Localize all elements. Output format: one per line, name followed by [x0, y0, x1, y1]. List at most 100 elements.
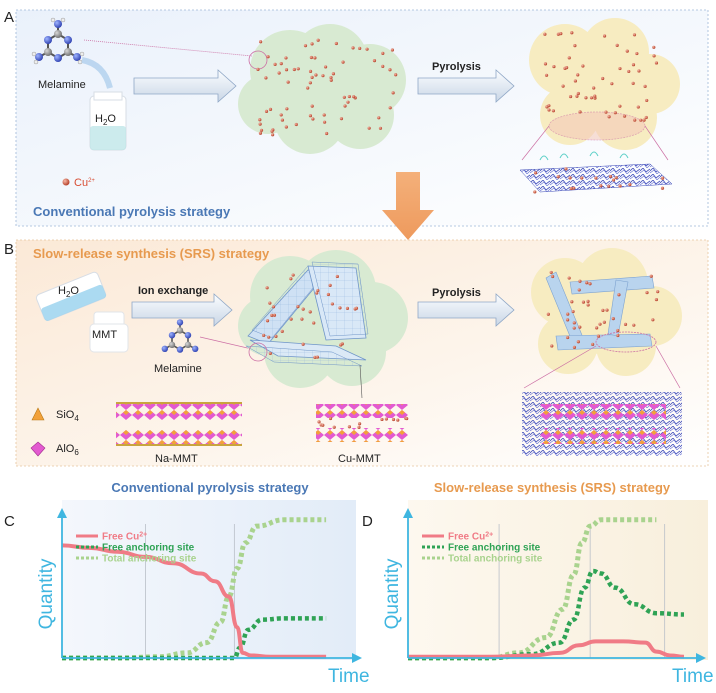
b-composite-stack: [522, 392, 682, 456]
a-water-label: H: [95, 113, 103, 125]
cu-ion-dot: [573, 79, 577, 83]
cu-ion-dot: [301, 342, 305, 346]
b-product-dots: [546, 270, 660, 349]
cu-ion-dot: [552, 64, 556, 69]
cu-ion-dot: [543, 32, 547, 36]
cu-ion-dot: [380, 417, 384, 422]
a-zoom-line: [83, 39, 253, 57]
cu-ion-dot: [310, 104, 314, 108]
cu-ion-dot: [303, 44, 308, 48]
cu-ion-dot: [328, 416, 333, 421]
cu-ion-dot: [614, 175, 618, 180]
cu-ion-dot: [572, 345, 577, 349]
panel-c-letter: C: [4, 513, 15, 530]
panel-c: C Conventional pyrolysis strategy TimeQu…: [4, 480, 370, 687]
cu-ion-dot: [615, 43, 619, 47]
b-water-tail: O: [70, 285, 79, 297]
cu-ion-dot: [342, 95, 346, 99]
cu-ion-dot: [572, 186, 576, 190]
cu-ion-dot: [332, 425, 336, 429]
panel-b-letter: B: [4, 241, 14, 258]
cu-ion-dot: [602, 34, 607, 38]
b-arrow-2-icon: [417, 293, 515, 327]
y-axis-label: Quantity: [36, 558, 57, 629]
cu-ion-dot: [569, 186, 573, 191]
cu-ion-dot: [341, 60, 345, 64]
cu-ion-dot: [329, 78, 333, 82]
svg-text:AlO6: AlO6: [56, 443, 79, 457]
cu-ion-dot: [300, 317, 304, 321]
cu-ion-dot: [618, 66, 622, 71]
cu-ion-dot: [586, 303, 590, 307]
cu-ion-dot: [578, 110, 582, 114]
cu-ion-dot: [325, 131, 329, 136]
cu-ion-dot: [566, 318, 570, 322]
cu-mmt-dots: [317, 416, 409, 429]
cu-ion-dot: [284, 56, 288, 60]
cu-ion-dot: [394, 73, 398, 77]
legend-entry: Total anchoring site: [448, 554, 543, 565]
cu-ion-dot: [289, 277, 293, 281]
cu-ion-dot: [637, 69, 641, 73]
cu-ion-dot: [627, 69, 631, 74]
cu-ion-dot: [314, 73, 318, 77]
cu-ion-dot: [618, 104, 622, 108]
a-arrow-2-icon: [417, 69, 515, 103]
cu-ion-dot: [654, 297, 659, 302]
cu-ion-dot: [654, 61, 659, 65]
b-sheet-dots: [262, 273, 359, 359]
cu-ion-dot: [310, 42, 314, 46]
cu-ion-dot: [388, 106, 392, 110]
a-pyrolysis-label: Pyrolysis: [432, 61, 481, 73]
b-mmt-sheets: [245, 261, 369, 367]
cu-ion-dot: [259, 128, 264, 132]
cu-ion-dot: [589, 96, 594, 100]
b-arrow-1-icon: [131, 293, 233, 327]
cu-ion-dot: [581, 300, 586, 304]
y-axis-arrow-icon: [403, 508, 413, 518]
cu-ion-dot: [568, 94, 573, 99]
cu-ion-dot: [602, 320, 606, 324]
cu-ion-dot: [593, 94, 597, 98]
cu-ion-dot: [608, 174, 613, 179]
cu-ion-dot: [317, 420, 321, 424]
cu-ion-dot: [258, 131, 263, 135]
cu-ion-dot: [631, 81, 635, 85]
cu-ion-dot: [577, 288, 581, 292]
cu-ion-dot: [358, 46, 362, 50]
legend-entry: Free Cu2+: [448, 532, 493, 543]
a-cu-label: Cu: [74, 177, 88, 189]
cu-ion-dot: [652, 45, 656, 49]
cu-ion-dot: [591, 342, 595, 346]
cu-ion-dot: [585, 281, 589, 285]
series-line-solid: [61, 543, 327, 659]
cu-ion-dot: [578, 325, 582, 329]
a-curved-arrow-icon: [81, 57, 113, 89]
cu-ion-icon: [62, 178, 70, 186]
cu-ion-dot: [572, 326, 576, 330]
cu-ion-dot: [259, 40, 263, 44]
cu-ion-dot: [632, 323, 636, 327]
cu-ion-dot: [547, 108, 551, 112]
a-arrow-1-icon: [133, 69, 237, 103]
cu-ion-dot: [586, 299, 590, 303]
cu-ion-dot: [645, 290, 649, 295]
cu-ion-dot: [639, 118, 643, 122]
cu-ion-dot: [266, 55, 270, 59]
a-network-dots: [533, 167, 665, 194]
b-alo-label: AlO: [56, 443, 75, 455]
cu-ion-dot: [264, 76, 268, 80]
cu-ion-dot: [561, 84, 565, 88]
x-axis-arrow-icon: [352, 653, 362, 663]
cu-ion-dot: [347, 425, 351, 429]
cu-ion-dot: [308, 81, 312, 85]
cu-ion-dot: [377, 116, 381, 120]
cu-ion-dot: [321, 423, 325, 427]
cu-ion-dot: [570, 31, 574, 35]
cu-ion-dot: [633, 118, 637, 122]
b-pyrolysis-label: Pyrolysis: [432, 287, 481, 299]
cu-ion-dot: [391, 417, 396, 422]
cu-ion-dot: [367, 126, 371, 130]
cu-ion-dot: [347, 94, 351, 99]
cu-ion-dot: [571, 309, 575, 314]
